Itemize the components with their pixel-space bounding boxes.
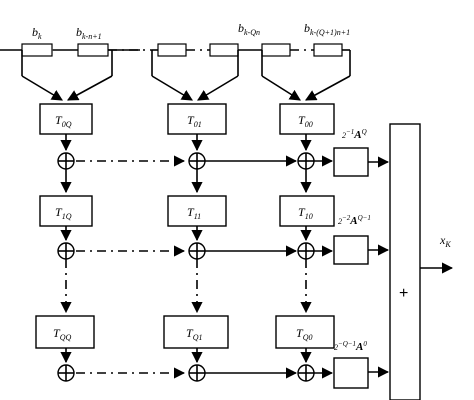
final-adder: + xK	[389, 123, 454, 400]
gain-label-2: 2−Q−1A0	[334, 340, 367, 353]
summation-block	[389, 123, 421, 400]
register-cell	[77, 43, 109, 57]
vertical-links-1	[60, 259, 312, 314]
block-row-1: T1Q T11 T10	[39, 195, 335, 227]
adder-row-1: 2−2AQ−1	[57, 214, 390, 265]
gain-block-2	[333, 357, 369, 389]
block-TQ1	[163, 315, 229, 349]
gain-block-1	[333, 235, 369, 265]
input-label-bk: bk	[32, 25, 42, 41]
block-TQQ-label: TQQ	[53, 326, 71, 342]
block-TQ1-label: TQ1	[186, 326, 202, 342]
register-cell	[261, 43, 291, 57]
block-T00-label: T00	[298, 113, 313, 129]
vertical-links-0	[60, 169, 312, 194]
block-row-2: TQQ TQ1 TQ0	[35, 315, 335, 349]
block-T10-label: T10	[298, 205, 313, 221]
block-TQ0-label: TQ0	[296, 326, 312, 342]
block-T1Q	[39, 195, 93, 227]
gain-label-1: 2−2AQ−1	[338, 214, 371, 227]
gain-block-0	[333, 147, 369, 177]
block-row-0: T0Q T01 T00	[39, 103, 335, 135]
output-label: xK	[439, 233, 451, 249]
block-T1Q-label: T1Q	[55, 205, 72, 221]
input-label-bkqn: bk-Qn	[238, 21, 260, 37]
register-cell	[209, 43, 239, 57]
register-cell	[313, 43, 343, 57]
block-T0Q	[39, 103, 93, 135]
adder-row-0: 2−1AQ	[57, 128, 390, 177]
block-T00	[279, 103, 335, 135]
block-T01-label: T01	[187, 113, 202, 129]
tap-lines	[21, 50, 351, 101]
block-T0Q-label: T0Q	[55, 113, 72, 129]
register-cell	[21, 43, 53, 57]
gain-label-0: 2−1AQ	[342, 128, 367, 141]
block-T01	[167, 103, 227, 135]
input-label-bkq1n1: bk-(Q+1)n+1	[304, 21, 350, 37]
block-TQ0	[275, 315, 335, 349]
adder-row-2: 2−Q−1A0	[57, 340, 390, 389]
input-register-group-1	[0, 43, 152, 57]
register-cell	[157, 43, 187, 57]
block-TQQ	[35, 315, 95, 349]
input-label-bkn1: bk-n+1	[76, 25, 102, 41]
block-T11	[167, 195, 227, 227]
block-T11-label: T11	[187, 205, 201, 221]
block-T10	[279, 195, 335, 227]
input-register-group-2	[152, 43, 350, 57]
summation-symbol: +	[399, 285, 408, 302]
